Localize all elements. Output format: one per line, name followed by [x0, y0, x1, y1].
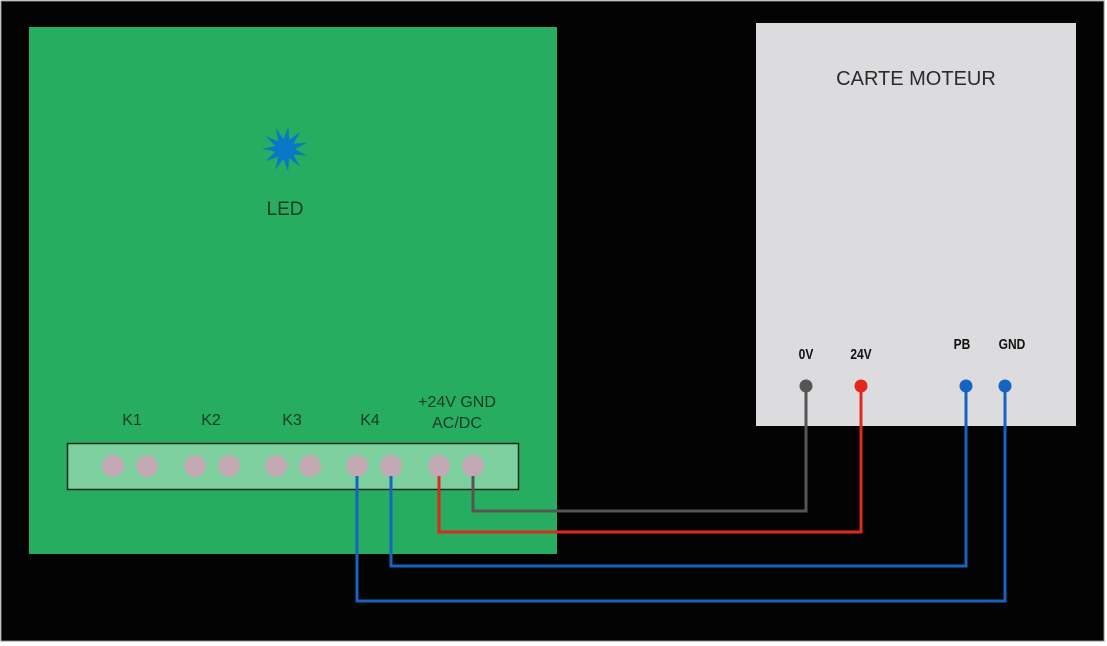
terminal-hole-k3-1 [265, 455, 287, 477]
terminal-label-power-line2: AC/DC [432, 415, 482, 432]
wire-pb [389, 386, 968, 568]
terminal-hole-k4-1 [346, 455, 368, 477]
motor-pin-gnd [998, 379, 1012, 393]
terminal-label-k2: K2 [201, 412, 221, 429]
terminal-label-k3: K3 [282, 412, 302, 429]
terminal-hole-k2-1 [184, 455, 206, 477]
wires [355, 386, 1007, 603]
terminal-label-k4: K4 [360, 412, 380, 429]
terminal-hole-k1-2 [136, 455, 158, 477]
motor-pin-label-pb: PB [954, 336, 971, 353]
terminal-hole-k4-2 [380, 455, 402, 477]
terminal-block [66, 442, 520, 491]
wire-24v [437, 386, 863, 534]
terminal-hole-k1-1 [102, 455, 124, 477]
terminal-label-power-line1: +24V GND [418, 394, 496, 411]
motor-card [756, 23, 1076, 426]
terminal-hole-power-1 [428, 455, 450, 477]
motor-card-title: CARTE MOTEUR [836, 68, 996, 90]
terminal-label-k1: K1 [122, 412, 142, 429]
wire-gnd [355, 386, 1007, 603]
terminal-hole-power-2 [462, 455, 484, 477]
terminal-holes [102, 455, 484, 477]
led-icon [262, 126, 308, 172]
motor-pin-label-0v: 0V [799, 346, 814, 363]
motor-pin-24v [854, 379, 868, 393]
motor-pins [799, 379, 1012, 393]
wire-0v [471, 386, 808, 513]
motor-pin-label-24v: 24V [850, 346, 871, 363]
motor-pin-pb [959, 379, 973, 393]
terminal-hole-k2-2 [218, 455, 240, 477]
motor-pin-label-gnd: GND [999, 336, 1026, 353]
led-label: LED [267, 199, 304, 220]
motor-pin-0v [799, 379, 813, 393]
terminal-hole-k3-2 [299, 455, 321, 477]
